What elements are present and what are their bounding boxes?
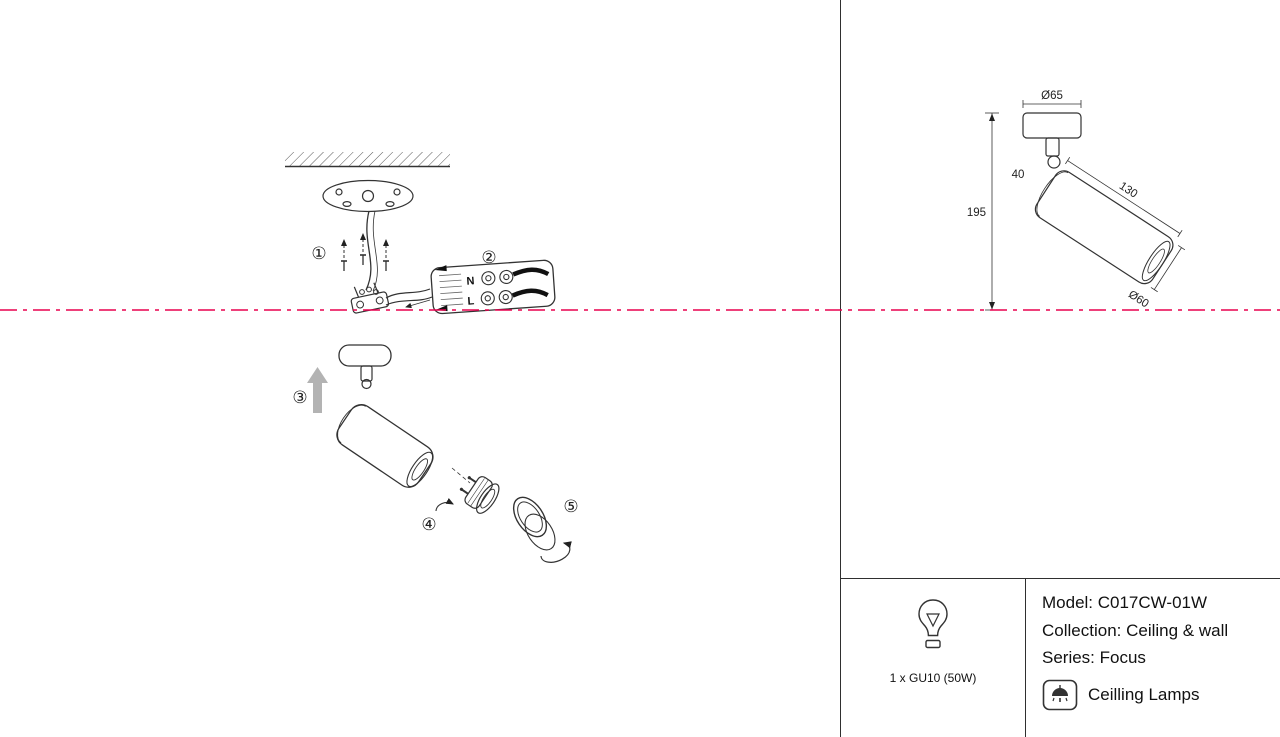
step-4-label: ④ bbox=[421, 515, 436, 535]
lamp-body bbox=[336, 404, 434, 488]
body-diameter-label: Ø60 bbox=[1126, 289, 1151, 311]
info-cell: Model: C017CW-01W Collection: Ceiling & … bbox=[1026, 579, 1280, 737]
series-text: Series: Focus bbox=[1042, 648, 1146, 667]
bulb-spec: 1 x GU10 (50W) bbox=[889, 671, 977, 685]
wire-end bbox=[434, 265, 447, 272]
category-label: Ceilling Lamps bbox=[1088, 684, 1200, 704]
canopy-diameter-label: Ø65 bbox=[1041, 90, 1063, 102]
category-row: Ceilling Lamps bbox=[1042, 679, 1280, 711]
gu10-bulb bbox=[459, 476, 500, 514]
terminal-block: N L bbox=[430, 259, 556, 315]
terminal-leader-arrow bbox=[405, 299, 431, 309]
live-wire bbox=[512, 267, 550, 277]
instruction-diagram: ① ② N L bbox=[285, 152, 579, 563]
up-arrow bbox=[307, 367, 328, 413]
wire-junction bbox=[350, 282, 390, 314]
dimension-drawing: Ø65 40 130 Ø60 bbox=[967, 90, 1186, 311]
stem-height-label: 40 bbox=[1012, 169, 1025, 181]
terminal-live-label: L bbox=[467, 295, 475, 307]
dim-height: 195 bbox=[967, 112, 999, 311]
screw-arrow bbox=[383, 239, 389, 271]
model-text: Model: C017CW-01W bbox=[1042, 593, 1208, 612]
bulb-cell: 1 x GU10 (50W) bbox=[841, 579, 1026, 737]
neutral-wire bbox=[511, 288, 549, 298]
total-height-label: 195 bbox=[967, 207, 986, 219]
step-2-label: ② bbox=[481, 248, 496, 268]
wire bbox=[385, 296, 433, 306]
dim-body: 130 Ø60 bbox=[1034, 156, 1186, 311]
screw-arrow bbox=[360, 233, 366, 265]
wire-end bbox=[435, 305, 448, 312]
step-5-label: ⑤ bbox=[563, 497, 578, 517]
canopy-cup bbox=[338, 344, 392, 390]
terminal-screws bbox=[480, 269, 514, 306]
collection-text: Collection: Ceiling & wall bbox=[1042, 620, 1229, 640]
ceiling-lamp-icon bbox=[1042, 679, 1078, 710]
body-length-label: 130 bbox=[1117, 180, 1140, 201]
alignment-line bbox=[451, 467, 471, 484]
terminal-neutral-label: N bbox=[466, 275, 475, 288]
ring-rotate-arrow bbox=[540, 541, 572, 563]
spec-panel: 1 x GU10 (50W) Model: C017CW-01W Collect… bbox=[841, 578, 1280, 737]
mounting-plate bbox=[322, 179, 414, 213]
ceiling-hatch bbox=[285, 152, 450, 168]
trim-ring bbox=[512, 496, 556, 551]
dim-canopy: Ø65 bbox=[1022, 90, 1082, 139]
suspension-rod bbox=[359, 210, 379, 295]
panel-divider bbox=[840, 0, 841, 737]
mounting-screws bbox=[341, 233, 389, 271]
rotate-arrow bbox=[435, 497, 454, 512]
step-1-label: ① bbox=[311, 244, 326, 264]
screw-arrow bbox=[341, 239, 347, 271]
wire bbox=[385, 288, 431, 299]
step-3-label: ③ bbox=[292, 388, 307, 408]
dim-stem: 40 bbox=[1012, 137, 1061, 181]
bulb-icon bbox=[918, 599, 948, 649]
